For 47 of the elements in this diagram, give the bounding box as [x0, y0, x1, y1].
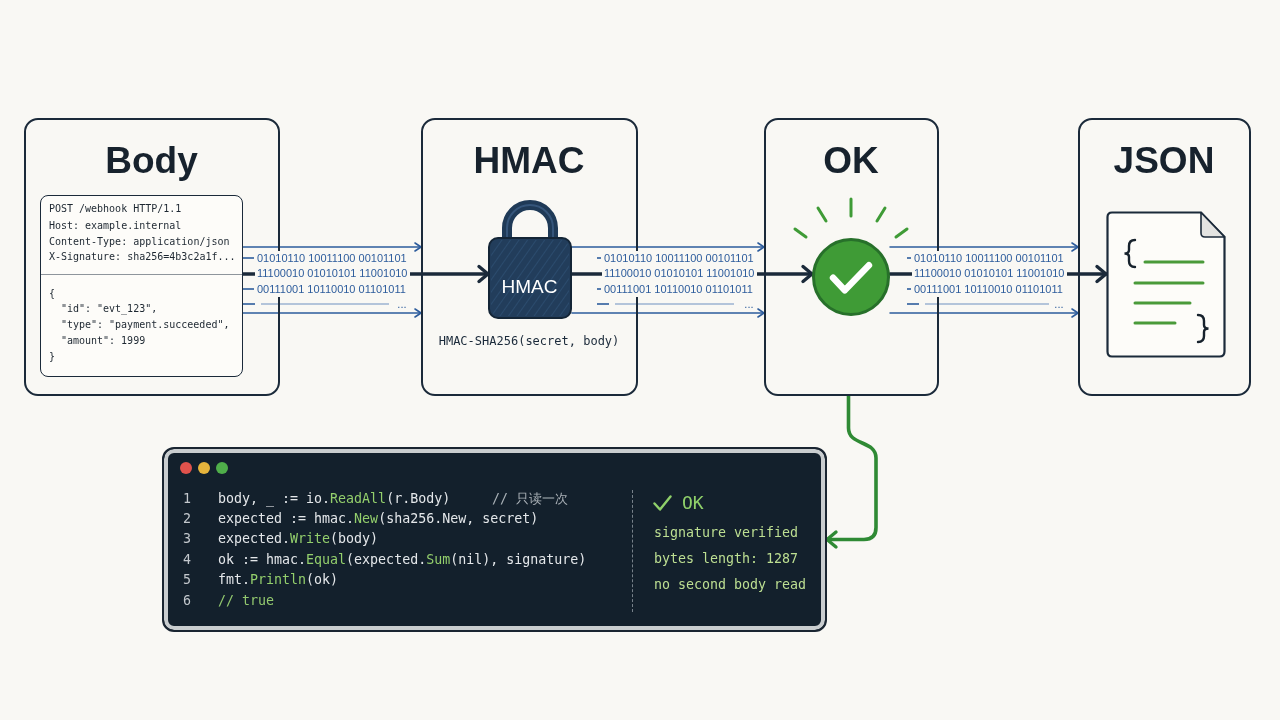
check-circle-icon [811, 237, 890, 316]
arrow [825, 394, 878, 549]
code-comment: // 只读一次 [492, 489, 569, 507]
arrow [242, 242, 422, 252]
binary-data-label: 01010110 10011100 00101101 11100010 01010101 11001010 00111001 10110010 01101011 ... [255, 250, 410, 312]
code-comment: // true [218, 591, 275, 609]
stage-panel [1078, 118, 1251, 396]
stage-title: OK [823, 139, 879, 183]
code-line: expected.Write(body) [218, 530, 379, 548]
status-text: OK [682, 492, 704, 514]
arrow [889, 242, 1079, 252]
code-window [162, 447, 827, 632]
line-number: 3 [183, 530, 191, 548]
json-line: } [48, 350, 55, 364]
function-caption: HMAC-SHA256(secret, body) [438, 334, 620, 349]
json-line: "amount": 1999 [60, 334, 146, 348]
binary-data-label: 01010110 10011100 00101101 11100010 01010101 11001010 00111001 10110010 01101011 ... [912, 250, 1067, 312]
request-card [39, 194, 243, 377]
http-header-line: X-Signature: sha256=4b3c2a1f... [48, 250, 236, 264]
arrow [889, 308, 1079, 318]
lock-label: HMAC [501, 275, 558, 298]
line-number: 5 [183, 571, 191, 589]
json-line: "type": "payment.succeeded", [60, 318, 230, 332]
json-line: { [48, 287, 55, 301]
stage-title: HMAC [473, 139, 585, 183]
stage-title: Body [105, 139, 198, 183]
arrow [571, 308, 765, 318]
code-line: expected := hmac.New(sha256.New, secret) [218, 509, 539, 527]
line-number: 1 [183, 489, 191, 507]
result-text: no second body read [654, 575, 807, 593]
arrow [571, 242, 765, 252]
http-header-line: Host: example.internal [48, 219, 182, 233]
binary-data-label: 01010110 10011100 00101101 11100010 01010101 11001010 00111001 10110010 01101011 ... [602, 250, 757, 312]
arrow [242, 308, 422, 318]
line-number: 6 [183, 591, 191, 609]
line-number: 2 [183, 509, 191, 527]
document-icon [1105, 210, 1226, 358]
stage-title: JSON [1113, 139, 1215, 183]
code-line: fmt.Println(ok) [218, 571, 339, 589]
result-text: bytes length: 1287 [654, 549, 799, 567]
http-header-line: Content-Type: application/json [48, 235, 230, 249]
line-number: 4 [183, 550, 191, 568]
http-header-line: POST /webhook HTTP/1.1 [48, 202, 182, 216]
code-line: body, _ := io.ReadAll(r.Body) [218, 489, 451, 507]
code-line: ok := hmac.Equal(expected.Sum(nil), signature) [218, 550, 587, 568]
result-text: signature verified [654, 523, 799, 541]
json-line: "id": "evt_123", [60, 302, 158, 316]
